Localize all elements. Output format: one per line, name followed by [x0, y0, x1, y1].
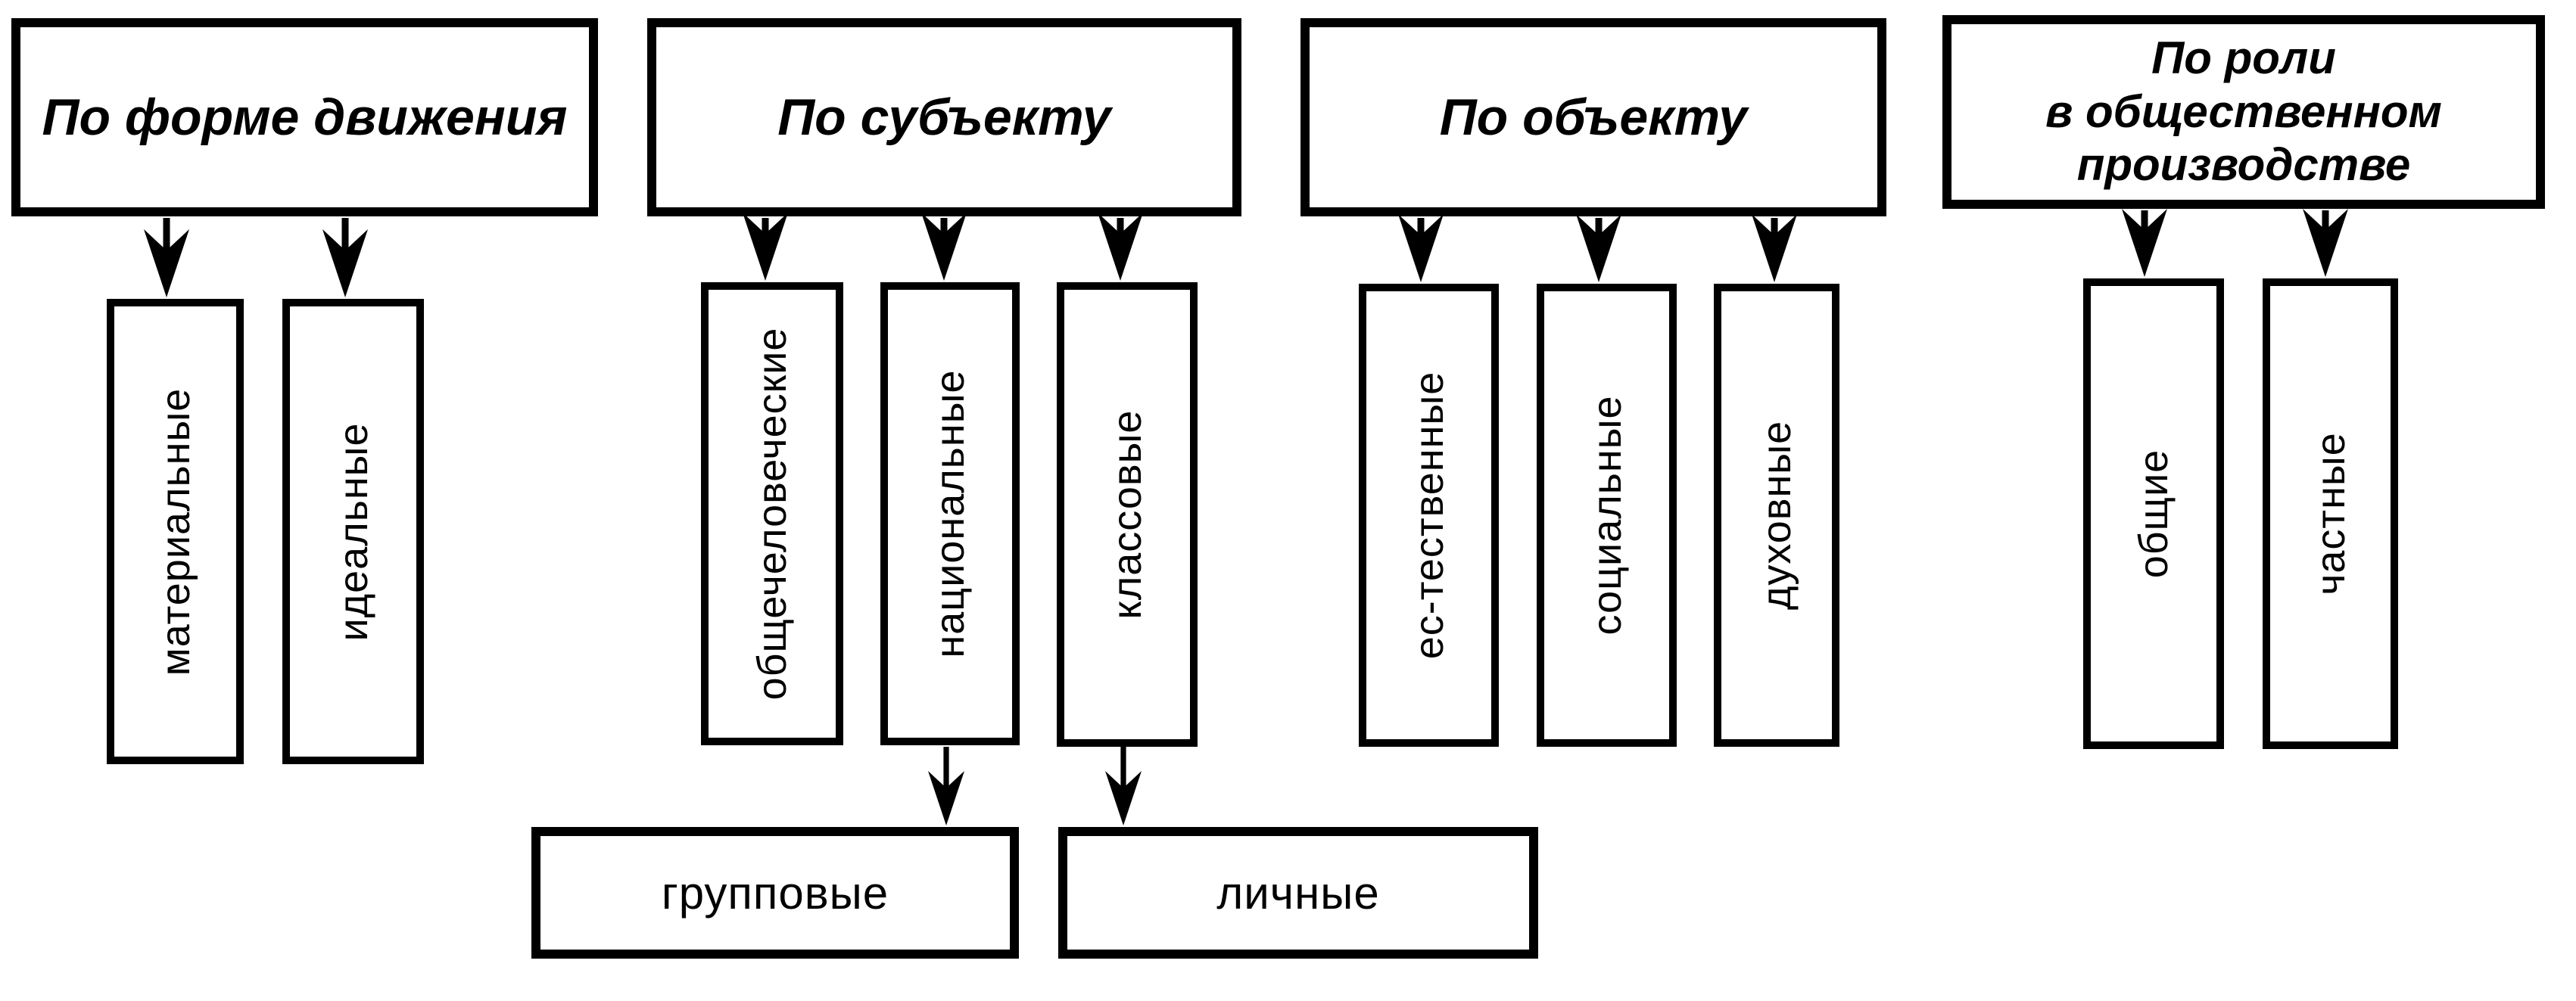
header-label-by-role: По роли в общественном производстве: [2045, 32, 2442, 191]
category-label-private: частные: [2307, 432, 2353, 595]
connector-arrow: [1752, 214, 1797, 282]
category-box-general: общие: [2083, 278, 2224, 749]
category-box-natural: ес-тественные: [1359, 284, 1499, 747]
category-box-private: частные: [2263, 278, 2398, 749]
header-label-by-subject: По субъекту: [777, 88, 1111, 146]
category-box-universal-human: общечеловеческие: [701, 282, 843, 745]
connector-arrow: [1105, 747, 1142, 825]
connector-arrow: [322, 218, 368, 297]
category-box-ideal: идеальные: [282, 299, 424, 764]
connector-arrow: [1098, 213, 1143, 281]
header-label-by-object: По объекту: [1439, 88, 1748, 146]
connector-arrow: [1576, 214, 1621, 282]
category-label-national: национальные: [927, 369, 973, 658]
category-box-national: национальные: [880, 282, 1020, 745]
category-box-material: материальные: [107, 299, 244, 764]
sub-box-group: групповые: [531, 827, 1019, 959]
connector-arrow: [921, 213, 967, 281]
sub-label-group: групповые: [661, 867, 889, 919]
connector-arrow: [2122, 209, 2167, 277]
category-label-social: социальные: [1584, 395, 1630, 636]
category-box-spiritual: духовные: [1714, 284, 1839, 747]
connector-arrow: [144, 218, 189, 297]
connector-arrow: [2303, 209, 2348, 277]
header-box-form-of-motion: По форме движения: [11, 18, 598, 216]
category-label-material: материальные: [152, 387, 198, 676]
connector-arrow: [1398, 214, 1444, 282]
connector-arrow: [928, 747, 964, 825]
header-box-by-object: По объекту: [1300, 18, 1886, 216]
sub-box-personal: личные: [1058, 827, 1538, 959]
header-box-by-subject: По субъекту: [647, 18, 1241, 216]
category-box-social: социальные: [1537, 284, 1677, 747]
connector-arrow: [743, 213, 788, 281]
category-box-class: классовые: [1057, 282, 1198, 747]
category-label-ideal: идеальные: [330, 421, 376, 642]
sub-label-personal: личные: [1216, 867, 1380, 919]
category-label-general: общие: [2131, 449, 2176, 579]
header-label-form-of-motion: По форме движения: [42, 88, 568, 146]
category-label-class: классовые: [1104, 409, 1150, 620]
category-label-universal-human: общечеловеческие: [749, 327, 795, 701]
category-label-natural: ес-тественные: [1406, 371, 1452, 660]
category-label-spiritual: духовные: [1754, 420, 1799, 611]
header-box-by-role: По роли в общественном производстве: [1942, 15, 2545, 209]
